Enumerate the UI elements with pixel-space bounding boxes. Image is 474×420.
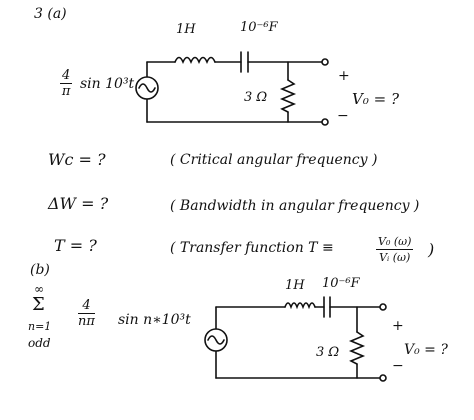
part-a-label: 3 (a)	[34, 6, 67, 22]
part-b-coef-num: 4	[78, 298, 95, 314]
part-a-capacitor-label: 10⁻⁶F	[240, 20, 278, 35]
part-b-source-function: sin n∗10³t	[118, 312, 191, 328]
part-a-coef-num: 4	[60, 68, 73, 84]
circuit-b	[204, 296, 387, 382]
circuit-a-inductor	[174, 56, 216, 64]
sigma-symbol: Σ	[32, 294, 45, 315]
part-a-coef-den: π	[61, 84, 71, 99]
part-b-resistor-label: 3 Ω	[316, 345, 340, 360]
circuit-b-inductor	[284, 302, 316, 310]
circuit-a	[135, 51, 329, 126]
question-dw: ΔW = ?	[48, 194, 109, 213]
part-b-output-minus: −	[392, 358, 404, 374]
part-b-coef-den: nπ	[78, 314, 95, 329]
part-b-output-plus: +	[392, 318, 404, 334]
part-b-capacitor-label: 10⁻⁶F	[322, 276, 360, 291]
circuit-a-terminal-top	[321, 58, 329, 66]
part-a-inductor-label: 1H	[176, 22, 196, 37]
part-a-source-function: sin 10³t	[80, 76, 135, 92]
question-wc: Wc = ?	[48, 150, 106, 169]
part-a-output-minus: −	[337, 108, 349, 124]
circuit-a-terminal-bottom	[321, 118, 329, 126]
part-a-output-plus: +	[338, 68, 350, 84]
circuit-a-resistor	[279, 79, 297, 113]
sum-condition: odd	[28, 336, 51, 350]
part-a-source-coefficient: 4 π	[60, 68, 73, 99]
sum-upper-limit: ∞	[34, 282, 44, 296]
circuit-b-terminal-bottom	[379, 374, 387, 382]
circuit-a-source-wave	[138, 83, 156, 93]
question-wc-desc: ( Critical angular frequency )	[170, 152, 378, 168]
question-t: T = ?	[54, 236, 97, 255]
circuit-a-capacitor	[240, 51, 249, 73]
tf-numerator: V₀ (ω)	[376, 235, 414, 250]
part-b-coefficient: 4 nπ	[78, 298, 95, 329]
transfer-function-fraction: V₀ (ω) Vᵢ (ω)	[376, 234, 414, 265]
circuit-b-terminal-top	[379, 303, 387, 311]
part-a-resistor-label: 3 Ω	[244, 90, 268, 105]
part-b-label: (b)	[30, 262, 50, 278]
question-dw-desc: ( Bandwidth in angular frequency )	[170, 198, 420, 214]
sum-lower-limit: n=1	[28, 320, 52, 333]
part-b-inductor-label: 1H	[285, 278, 305, 293]
circuit-b-source-wave	[207, 335, 225, 345]
circuit-b-resistor	[348, 331, 366, 365]
circuit-b-capacitor	[323, 296, 331, 318]
part-b-vo: V₀ = ?	[404, 342, 448, 358]
question-t-desc: ( Transfer function T ≡	[170, 240, 334, 256]
part-a-vo: V₀ = ?	[352, 90, 399, 108]
tf-denominator: Vᵢ (ω)	[379, 251, 411, 264]
tf-close-paren: )	[428, 240, 435, 259]
